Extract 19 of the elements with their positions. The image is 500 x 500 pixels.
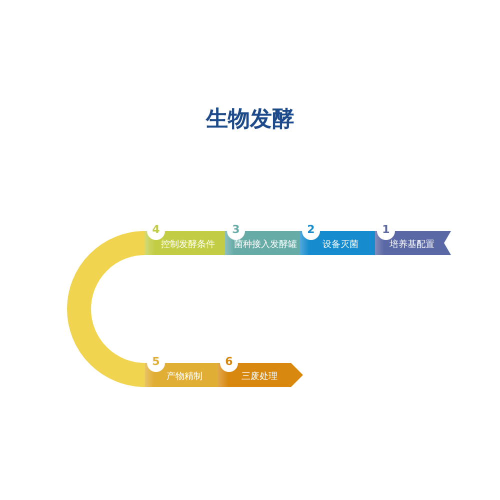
step-label: 产物精制 [166,371,204,383]
step-label: 菌种接入发酵罐 [233,239,298,251]
process-step [145,354,218,387]
process-step [218,354,303,387]
step-label: 培养基配置 [388,239,436,251]
step-number: 1 [377,222,395,240]
step-number: 2 [302,222,320,240]
step-label: 设备灭菌 [322,239,360,251]
process-step [145,222,225,255]
step-number: 5 [147,354,165,372]
process-step [300,222,375,255]
title: 生物发酵 [204,106,295,134]
step-label: 三废处理 [240,371,278,383]
step-label: 控制发酵条件 [160,239,216,251]
step-number: 6 [220,354,238,372]
step-number: 4 [147,222,165,240]
process-step [375,222,451,255]
step-number: 3 [227,222,245,240]
process-step [225,222,300,255]
